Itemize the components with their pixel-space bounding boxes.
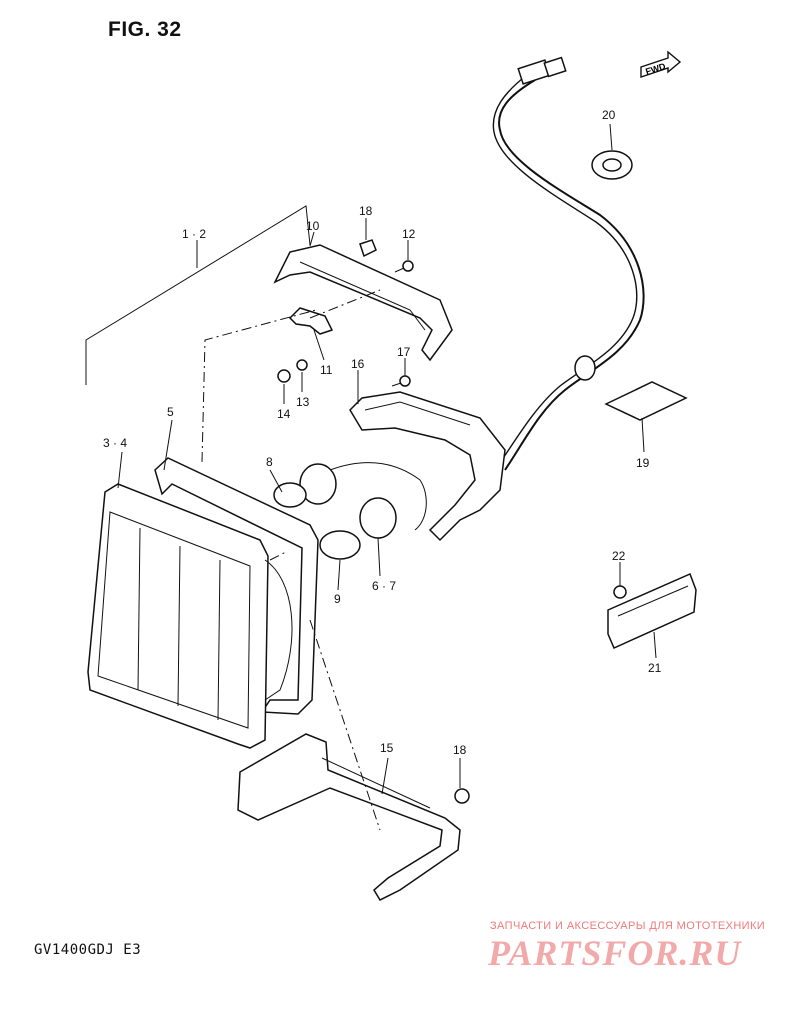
assembly-lines [201,289,381,831]
callout-12: 12 [402,227,416,241]
bracket-part-10 [273,244,453,362]
callout-1-2: 1 · 2 [182,227,206,241]
callout-10: 10 [306,219,320,233]
callout-13: 13 [296,395,310,409]
callout-9: 9 [334,592,341,606]
callout-6-7: 6 · 7 [372,579,396,593]
callout-19: 19 [636,456,650,470]
callout-14: 14 [277,407,291,421]
watermark-logo: PARTSFOR.RU [488,933,742,973]
tail-lamp-lens-part-3-4 [87,483,293,749]
fwd-marker-label: FWD [644,61,667,77]
callout-8: 8 [266,455,273,469]
callout-15: 15 [380,741,394,755]
callout-17: 17 [397,345,411,359]
figure-title: FIG. 32 [108,18,182,41]
lower-bracket-part-15 [237,733,461,901]
callout-5: 5 [167,405,174,419]
callout-18-lower: 18 [453,743,467,757]
callout-18-upper: 18 [359,204,373,218]
leader-lines [117,123,657,795]
fwd-arrow-marker: FWD [640,50,682,78]
callout-21: 21 [648,661,662,675]
group-bracket-1-2 [85,205,311,385]
model-code-label: GV1400GDJ E3 [34,942,142,958]
fasteners [277,239,627,804]
callout-20: 20 [602,108,616,122]
bulbs-and-sockets [273,462,427,560]
pad-part-19 [604,381,688,421]
callout-11: 11 [320,363,333,377]
grommet-part-20 [591,150,633,180]
callout-22: 22 [612,549,626,563]
watermark-tagline: ЗАПЧАСТИ И АКСЕССУАРЫ ДЛЯ МОТОТЕХНИКИ [490,920,766,932]
callout-3-4: 3 · 4 [103,436,127,450]
wire-harness [492,56,645,471]
reflector-part-21 [607,572,697,649]
socket-housing-part-16 [349,391,506,542]
clip-part-11 [288,307,334,335]
callout-16: 16 [351,357,365,371]
